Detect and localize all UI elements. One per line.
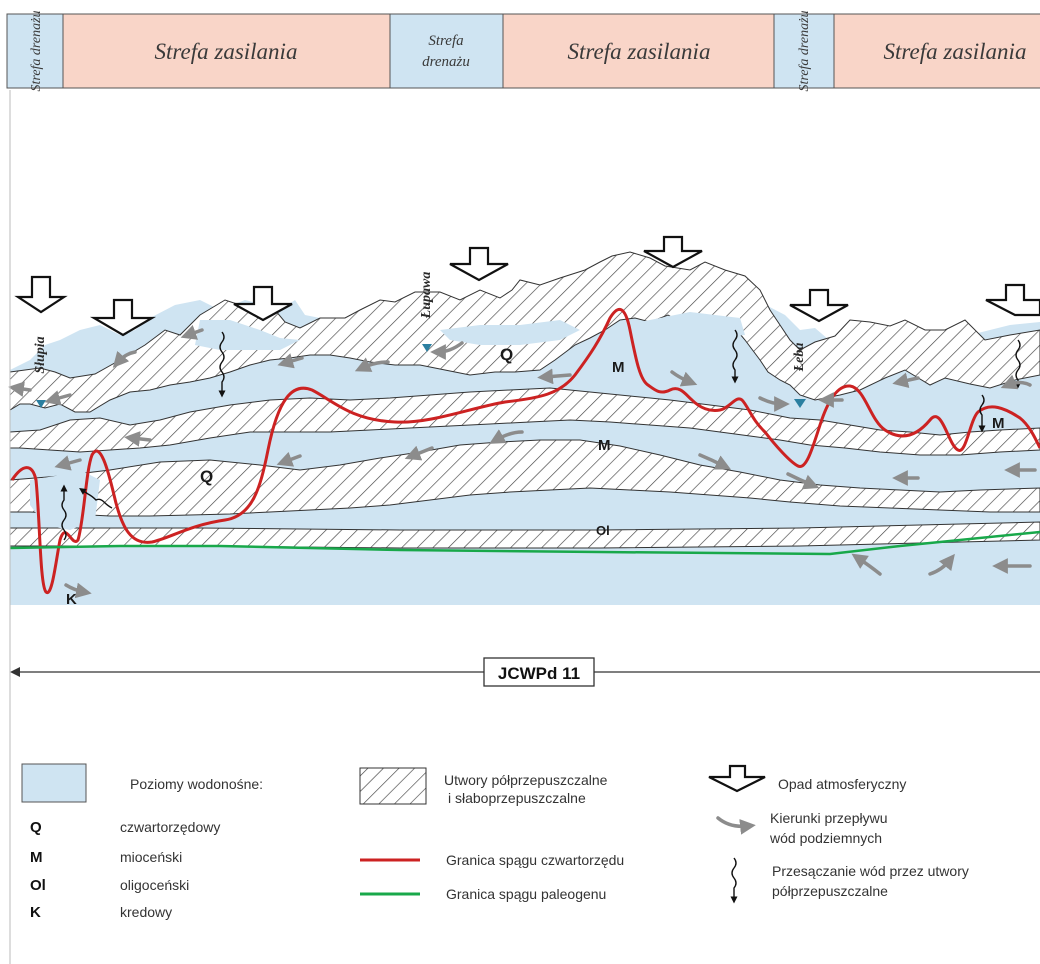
- zone-label-2: Strefa zasilania: [155, 39, 298, 64]
- flow-arrow-icon: [851, 553, 882, 576]
- legend-aquifer-swatch: [21, 763, 87, 803]
- river-lupawa-marker: [422, 344, 432, 352]
- flow-arrow-icon: [112, 350, 137, 368]
- river-label-lupawa: Łupawa: [419, 272, 434, 320]
- flow-arrow-icon: [8, 381, 32, 397]
- unit-label-m-upper: M: [612, 359, 625, 376]
- precipitation-arrow-icon: [89, 298, 157, 337]
- quaternary-boundary: [10, 307, 1040, 594]
- flow-arrow-icon: [670, 370, 698, 387]
- flow-arrow-icon: [758, 396, 790, 412]
- legend-aquifers-title: Poziomy wodonośne:: [130, 776, 263, 792]
- aquifer-lens: [440, 320, 580, 345]
- precipitation-arrows: [14, 235, 1040, 337]
- zone-drainage-2: [389, 13, 504, 89]
- jcwpd-label: JCWPd 11: [498, 664, 580, 683]
- river-leba-marker: [794, 399, 806, 408]
- flow-arrow-icon: [1000, 374, 1032, 390]
- legend-precipitation-icon: [708, 764, 766, 793]
- legend-name-ol: oligoceński: [120, 877, 189, 893]
- legend-name-m: mioceński: [120, 849, 182, 865]
- unit-label-m-right: M: [992, 415, 1005, 432]
- flow-arrow-icon: [698, 453, 732, 470]
- seepage-arrows: [60, 329, 1022, 541]
- unit-label-q-upper: Q: [500, 345, 513, 364]
- precipitation-arrow-icon: [233, 285, 293, 322]
- flow-arrow-icon: [124, 431, 152, 447]
- flow-arrow-icon: [892, 372, 920, 388]
- legend-name-q: czwartorzędowy: [120, 819, 220, 835]
- unit-label-m-middle: M: [598, 437, 611, 454]
- river-label-slupia: Słupia: [33, 336, 48, 373]
- flow-arrow-icon: [786, 472, 820, 490]
- jcwpd-extent: JCWPd 11: [10, 657, 1040, 687]
- legend-code-m: M: [30, 849, 43, 866]
- semi-permeable-middle: [9, 387, 1040, 456]
- zone-recharge-2: [502, 13, 775, 89]
- river-label-leba: Łeba: [792, 343, 807, 373]
- precipitation-arrow-icon: [985, 283, 1040, 317]
- aquifer-lens: [640, 312, 745, 340]
- legend: Poziomy wodonośne: Q czwartorzędowy M mi…: [21, 763, 969, 921]
- precipitation-arrow-icon: [14, 275, 68, 314]
- flow-arrow-icon: [44, 390, 72, 406]
- unit-label-q-lower: Q: [200, 467, 213, 486]
- flow-arrow-icon: [489, 429, 524, 444]
- semi-permeable-lower: [9, 439, 1040, 517]
- seepage-arrow-icon: [79, 488, 113, 509]
- seepage-arrow-icon: [218, 331, 226, 398]
- river-markers: [36, 344, 806, 408]
- legend-precipitation: Opad atmosferyczny: [778, 776, 906, 792]
- legend-code-q: Q: [30, 819, 42, 836]
- flow-arrow-icon: [180, 324, 204, 340]
- flow-arrow-icon: [54, 455, 82, 471]
- zone-label-6: Strefa zasilania: [884, 39, 1027, 64]
- legend-paleogene-boundary: Granica spągu paleogenu: [446, 886, 606, 902]
- legend-hatch-swatch: [359, 767, 427, 805]
- zone-drainage-1: [6, 13, 64, 89]
- zone-recharge-3: [833, 13, 1040, 89]
- seepage-arrow-icon: [1014, 339, 1022, 389]
- zone-label-1: Strefa drenażu: [29, 10, 44, 91]
- flow-arrow-icon: [354, 357, 390, 372]
- river-slupia-marker: [36, 400, 46, 408]
- seepage-arrow-icon: [60, 484, 68, 541]
- flow-arrow-icon: [64, 582, 92, 599]
- legend-seepage-icon: [730, 857, 738, 904]
- precipitation-arrow-icon: [449, 246, 509, 282]
- jcwpd-label-box: [483, 657, 595, 687]
- unit-label-k: K: [66, 591, 77, 608]
- legend-flow-arrow-icon: [716, 816, 756, 835]
- paleogene-boundary: [9, 530, 1040, 556]
- flow-arrow-icon: [537, 368, 572, 385]
- precipitation-arrow-icon: [643, 235, 703, 269]
- flow-arrow-icon: [430, 341, 464, 360]
- legend-code-ol: Ol: [30, 877, 46, 894]
- unit-label-ol: Ol: [596, 523, 610, 538]
- jcwpd-arrow-left-icon: [10, 667, 20, 677]
- legend-code-k: K: [30, 904, 41, 921]
- flow-arrows: [8, 324, 1037, 599]
- zone-label-5: Strefa drenażu: [797, 10, 812, 91]
- cross-section: Słupia Łupawa Łeba Q Q M M M Ol K: [8, 235, 1040, 608]
- seepage-arrow-icon: [731, 329, 739, 384]
- flow-arrow-icon: [928, 553, 955, 576]
- seepage-arrow-icon: [978, 394, 986, 433]
- flow-arrow-icon: [404, 445, 434, 461]
- zone-label-4: Strefa zasilania: [568, 39, 711, 64]
- zone-drainage-3: [773, 13, 835, 89]
- flow-arrow-icon: [277, 353, 304, 369]
- zone-recharge-1: [62, 13, 391, 89]
- precipitation-arrow-icon: [789, 288, 849, 323]
- flow-arrow-icon: [276, 451, 302, 467]
- legend-name-k: kredowy: [120, 904, 172, 920]
- legend-quaternary-boundary: Granica spągu czwartorzędu: [446, 852, 624, 868]
